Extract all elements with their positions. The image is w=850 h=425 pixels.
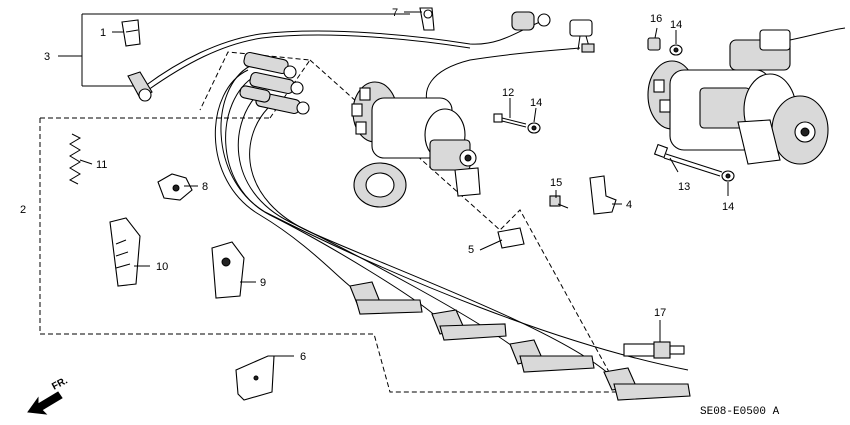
bolt-item-13	[653, 143, 723, 177]
leader-lines	[58, 11, 729, 357]
callout-14-b: 14	[670, 19, 682, 31]
clamp-item-1	[121, 19, 141, 47]
callout-13: 13	[678, 181, 690, 193]
callout-11: 11	[96, 159, 107, 171]
plug-boot-1	[349, 281, 423, 315]
callout-4: 4	[626, 199, 632, 211]
callout-6: 6	[300, 351, 306, 363]
bolt-item-15	[549, 195, 569, 209]
callout-14-c: 14	[722, 201, 734, 213]
washer-item-14-b	[669, 44, 683, 56]
spark-plug-item-17	[623, 341, 685, 359]
bracket-item-6	[235, 355, 275, 401]
callout-3: 3	[44, 51, 50, 63]
fr-label: FR.	[50, 375, 70, 392]
bolt-item-12	[493, 113, 527, 128]
plug-boots	[127, 51, 691, 401]
clip-item-7	[419, 7, 435, 31]
washer-item-14-a	[527, 122, 541, 134]
fr-arrow-icon	[27, 391, 63, 415]
plug-boot-3	[509, 339, 595, 373]
callout-labels: 1 2 3 4 5 6 7 8 9 10 11 12 13 14 14 14 1…	[20, 7, 734, 363]
callout-9: 9	[260, 277, 266, 289]
callout-1: 1	[100, 27, 106, 39]
spring-item-11	[68, 133, 82, 185]
callout-16: 16	[650, 13, 662, 25]
callout-17: 17	[654, 307, 666, 319]
front-direction-indicator: FR.	[27, 375, 70, 415]
callout-15: 15	[550, 177, 562, 189]
bracket-item-10	[109, 217, 141, 287]
callout-14-a: 14	[530, 97, 542, 109]
plate-item-8	[157, 173, 193, 201]
distributor-right	[647, 27, 846, 165]
bracket-item-4	[589, 175, 617, 215]
callout-7: 7	[392, 7, 398, 19]
plug-boot-2	[431, 309, 507, 341]
ignition-wire-set	[144, 21, 689, 376]
plug-boot-4	[603, 367, 691, 401]
callout-10: 10	[156, 261, 168, 273]
clamp-item-5	[497, 227, 525, 249]
group-brackets	[39, 13, 621, 393]
washer-item-14-c	[721, 170, 735, 182]
distributor-center	[351, 81, 481, 208]
distributor-boots	[239, 51, 310, 115]
connector-parts	[511, 11, 595, 53]
diagram-reference-code: SE08-E0500 A	[700, 406, 780, 418]
callout-8: 8	[202, 181, 208, 193]
callout-2: 2	[20, 204, 26, 216]
callout-12: 12	[502, 87, 514, 99]
nut-item-16	[647, 37, 661, 51]
plate-item-9	[211, 241, 245, 299]
callout-5: 5	[468, 244, 474, 256]
coil-cable-boot	[127, 71, 153, 102]
